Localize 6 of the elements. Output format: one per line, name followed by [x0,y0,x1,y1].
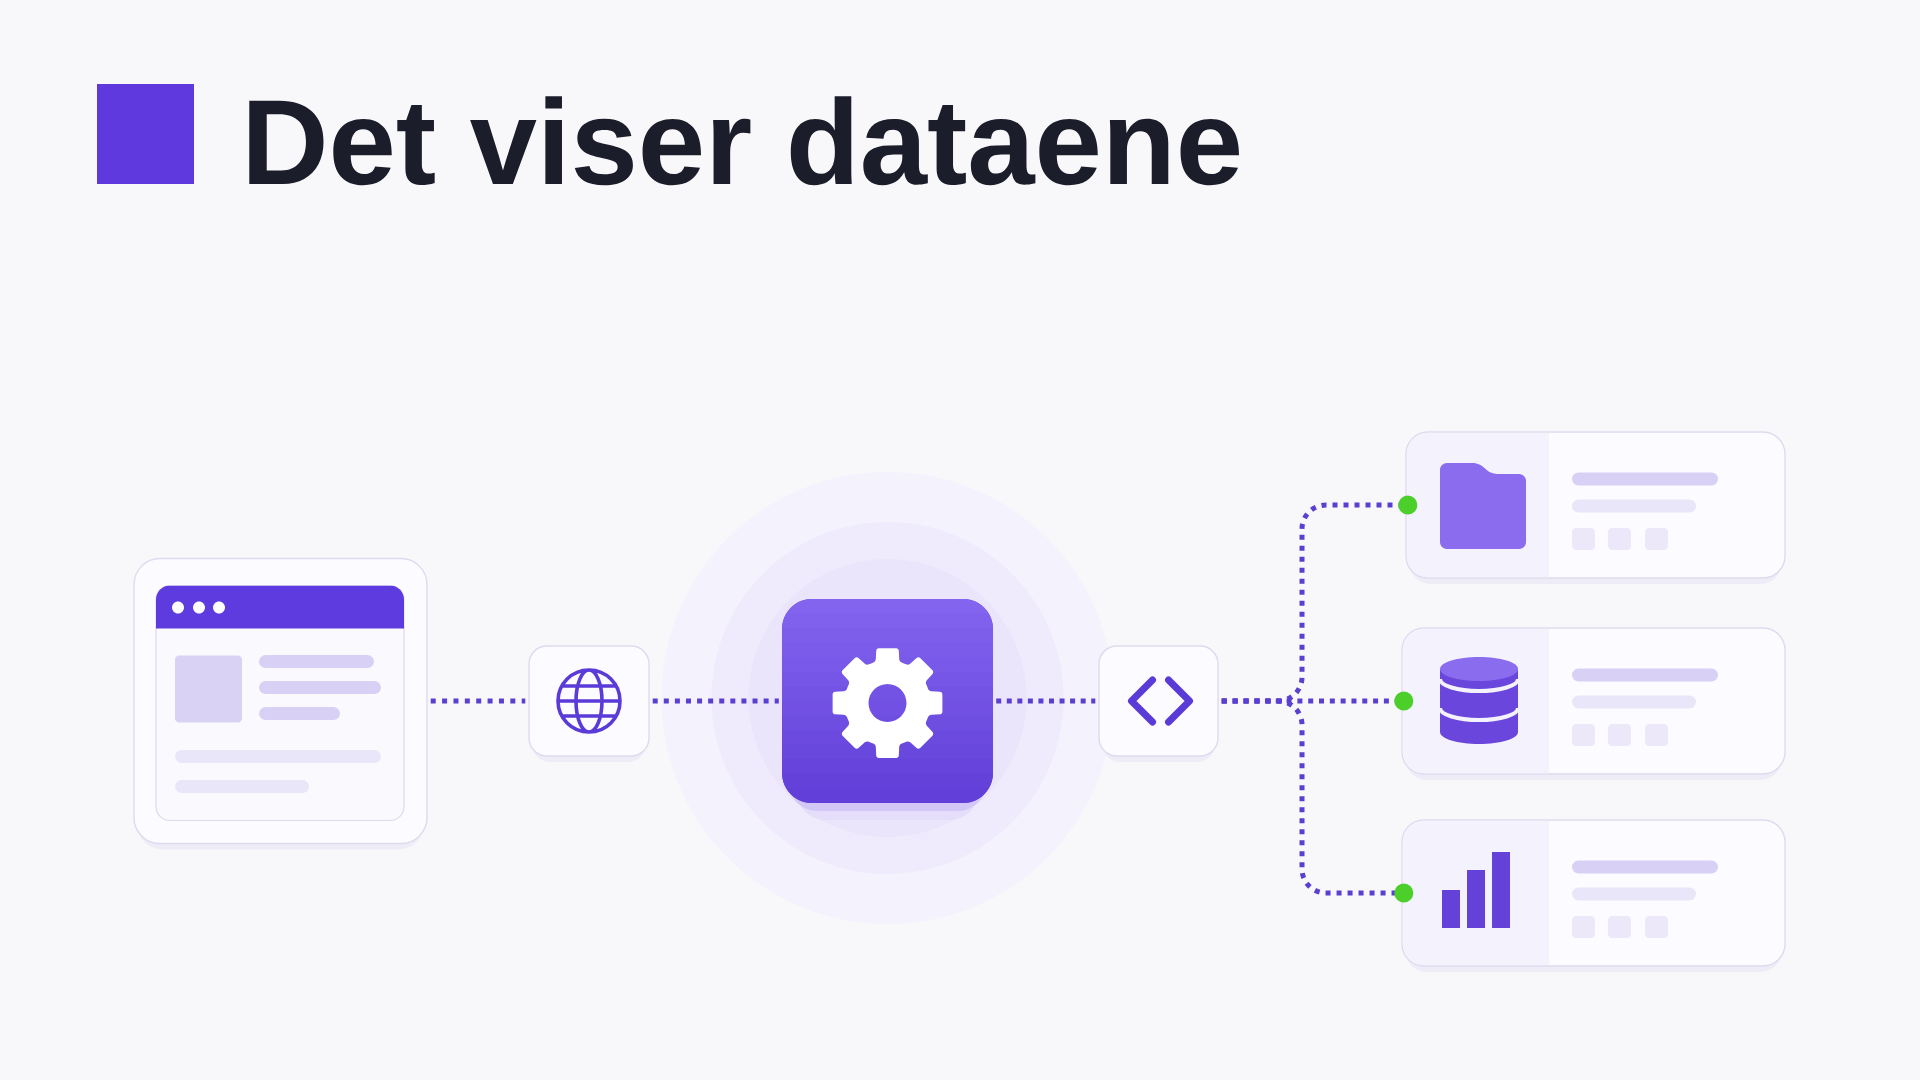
connector [1221,698,1414,903]
connector [430,698,526,704]
connector [996,698,1096,704]
connector [652,698,779,704]
title: Det viser dataene [249,96,1239,186]
icon-tile [1098,645,1219,762]
